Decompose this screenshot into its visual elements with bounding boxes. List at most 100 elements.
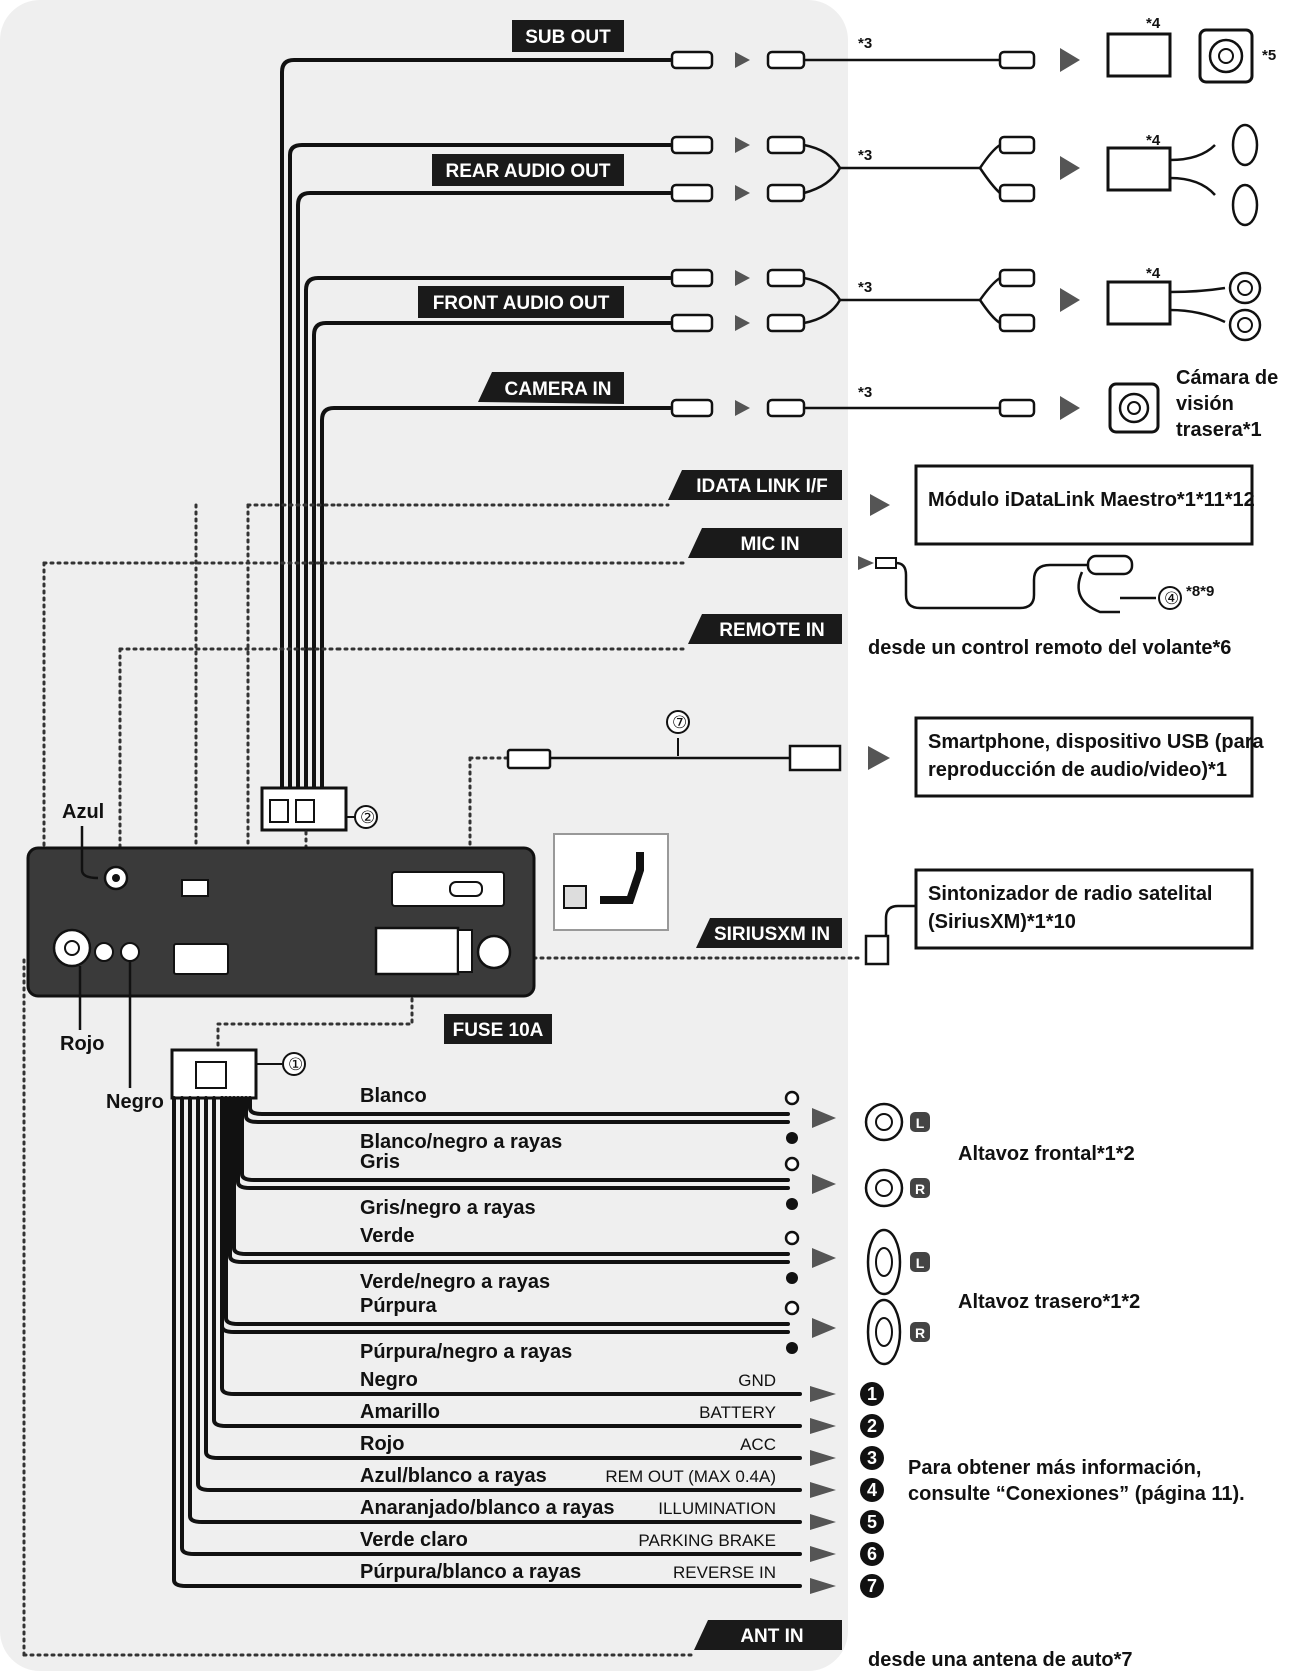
idata-link-label: IDATA LINK I/F bbox=[696, 476, 828, 497]
svg-text:R: R bbox=[915, 1181, 925, 1197]
power-wire-function: REVERSE IN bbox=[673, 1563, 776, 1582]
svg-text:R: R bbox=[915, 1325, 925, 1341]
plus-icon bbox=[784, 1300, 800, 1316]
wire-color-label: Verde bbox=[360, 1225, 414, 1247]
ant-in-label: ANT IN bbox=[740, 1626, 803, 1647]
minus-icon bbox=[786, 1272, 798, 1284]
svg-text:*5: *5 bbox=[1262, 47, 1276, 64]
wire-color-label: Gris bbox=[360, 1151, 400, 1173]
number-badge bbox=[860, 1414, 884, 1438]
number-badge bbox=[860, 1478, 884, 1502]
speaker-wire bbox=[236, 1096, 790, 1190]
minus-icon bbox=[786, 1198, 798, 1210]
power-wire-function: ILLUMINATION bbox=[658, 1499, 776, 1518]
sirius-cable bbox=[884, 904, 916, 944]
plus-icon bbox=[784, 1090, 800, 1106]
speaker-wire bbox=[240, 1096, 790, 1182]
idatalink-module-label: Módulo iDataLink Maestro*1*11*12 bbox=[928, 489, 1255, 511]
number-badge bbox=[860, 1382, 884, 1406]
power-wire bbox=[212, 1096, 802, 1428]
azul-label: Azul bbox=[62, 801, 104, 823]
number-badge bbox=[860, 1510, 884, 1534]
arrow-icon bbox=[810, 1546, 836, 1562]
front-speaker-label: Altavoz frontal*1*2 bbox=[958, 1143, 1135, 1165]
wire-color-label: Verde/negro a rayas bbox=[360, 1271, 550, 1293]
smartphone-label-1: Smartphone, dispositivo USB (para bbox=[928, 731, 1264, 753]
number-badge-text: 7 bbox=[867, 1576, 877, 1596]
power-wire-color: Verde claro bbox=[360, 1529, 468, 1551]
info-line-1: Para obtener más información, bbox=[908, 1457, 1201, 1479]
power-wire-function: BATTERY bbox=[699, 1403, 776, 1422]
rojo-label: Rojo bbox=[60, 1033, 104, 1055]
number-badge-text: 2 bbox=[867, 1416, 877, 1436]
svg-text:L: L bbox=[916, 1255, 925, 1271]
plus-icon bbox=[784, 1230, 800, 1246]
number-badge-text: 1 bbox=[867, 1384, 877, 1404]
power-wire-function: REM OUT (MAX 0.4A) bbox=[605, 1467, 776, 1486]
callout-7: ⑦ bbox=[672, 713, 687, 732]
smartphone-box bbox=[914, 716, 1254, 798]
speaker-wire bbox=[232, 1096, 790, 1256]
speakers: L R L R bbox=[864, 1102, 930, 1366]
sirius-box bbox=[914, 868, 1254, 950]
svg-text:L: L bbox=[916, 1115, 925, 1131]
power-wire bbox=[172, 1096, 802, 1588]
power-wire bbox=[204, 1096, 802, 1460]
power-wire bbox=[188, 1096, 802, 1524]
microphone: ④ *8*9 bbox=[858, 554, 1214, 614]
info-line-2: consulte “Conexiones” (página 11). bbox=[908, 1483, 1245, 1505]
arrow-icon bbox=[812, 1174, 836, 1194]
power-wire-color: Negro bbox=[360, 1369, 418, 1391]
sirius-label-2: (SiriusXM)*1*10 bbox=[928, 911, 1076, 933]
power-wire-color: Rojo bbox=[360, 1433, 404, 1455]
speaker-wire bbox=[228, 1096, 790, 1264]
number-badge bbox=[860, 1446, 884, 1470]
power-wire-function: GND bbox=[738, 1371, 776, 1390]
power-wire-function: ACC bbox=[740, 1435, 776, 1454]
camera-label-2: visión bbox=[1176, 393, 1234, 415]
number-badge-text: 6 bbox=[867, 1544, 877, 1564]
output-harness: ② bbox=[260, 58, 672, 832]
siriusxm-in-label: SIRIUSXM IN bbox=[714, 924, 830, 945]
power-wire bbox=[220, 1096, 802, 1396]
arrow-icon bbox=[812, 1248, 836, 1268]
sirius-label-1: Sintonizador de radio satelital bbox=[928, 883, 1213, 905]
wire-color-label: Púrpura bbox=[360, 1295, 438, 1317]
svg-text:*3: *3 bbox=[858, 147, 872, 164]
sub-out-label: SUB OUT bbox=[525, 27, 611, 48]
mic-in-label: MIC IN bbox=[740, 534, 799, 555]
camera-in-label: CAMERA IN bbox=[505, 379, 612, 400]
power-wire-color: Anaranjado/blanco a rayas bbox=[360, 1497, 615, 1519]
camera-label-1: Cámara de bbox=[1176, 367, 1278, 389]
svg-text:*4: *4 bbox=[1146, 132, 1161, 149]
callout-1: ① bbox=[288, 1055, 303, 1074]
remote-text: desde un control remoto del volante*6 bbox=[868, 637, 1231, 659]
power-wire bbox=[180, 1096, 802, 1556]
minus-icon bbox=[786, 1132, 798, 1144]
number-badge-text: 3 bbox=[867, 1448, 877, 1468]
arrow-icon bbox=[812, 1318, 836, 1338]
usb-cable: ⑦ bbox=[506, 710, 890, 772]
smartphone-label-2: reproducción de audio/video)*1 bbox=[928, 759, 1227, 781]
plus-icon bbox=[784, 1156, 800, 1172]
mic-note: *8*9 bbox=[1186, 583, 1214, 600]
harness-connector-1: ① bbox=[170, 1048, 306, 1100]
antenna-text: desde una antena de auto*7 bbox=[868, 1649, 1133, 1671]
rear-speaker-label: Altavoz trasero*1*2 bbox=[958, 1291, 1140, 1313]
power-wire bbox=[196, 1096, 802, 1492]
idata-arrow bbox=[870, 494, 890, 516]
power-wire-color: Azul/blanco a rayas bbox=[360, 1465, 547, 1487]
arrow-icon bbox=[810, 1450, 836, 1466]
head-unit bbox=[26, 833, 669, 998]
arrow-icon bbox=[810, 1514, 836, 1530]
fuse-label: FUSE 10A bbox=[453, 1020, 544, 1041]
arrow-icon bbox=[810, 1578, 836, 1594]
number-badge-text: 4 bbox=[867, 1480, 877, 1500]
arrow-icon bbox=[812, 1108, 836, 1128]
notes: *3 *3 *3 *3 *4 *4 *4 *5 bbox=[858, 15, 1276, 401]
svg-text:*3: *3 bbox=[858, 279, 872, 296]
svg-text:*4: *4 bbox=[1146, 265, 1161, 282]
speaker-wire bbox=[248, 1096, 790, 1116]
